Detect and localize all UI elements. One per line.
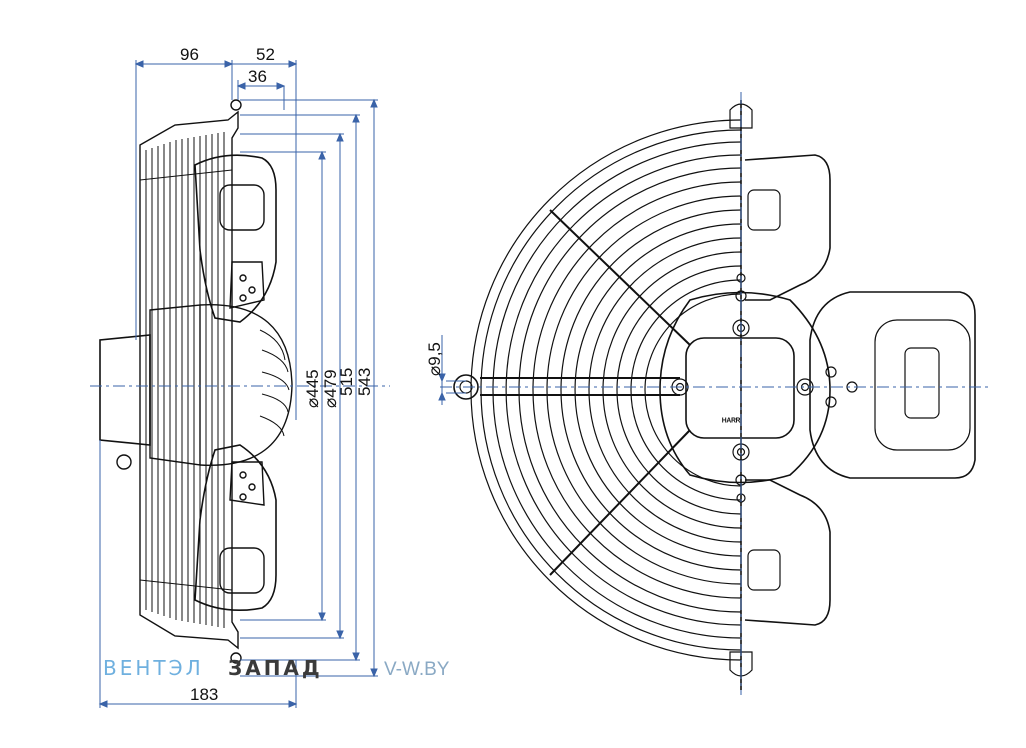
dim-183-label: 183: [190, 685, 218, 704]
front-terminal-box: [685, 337, 795, 439]
side-rotor-fins: [259, 329, 290, 437]
dim-543-label: 543: [355, 368, 374, 396]
side-blade-top-root: [229, 261, 265, 309]
front-guard-rings: [470, 119, 742, 661]
side-blade-top-window: [219, 184, 265, 231]
watermark-dark-part: ЗАПАД: [228, 656, 323, 680]
dim-479-label: ⌀479: [321, 369, 340, 408]
dim-445-label: ⌀445: [303, 369, 322, 408]
front-hub-outer: [659, 291, 831, 484]
watermark-blue-part: ВЕНТЭЛ: [103, 656, 204, 680]
side-blade-bottom: [194, 444, 277, 612]
side-blade-bottom-window: [219, 547, 265, 594]
side-blade-bottom-root: [229, 461, 265, 506]
front-blade-top-window: [747, 189, 781, 231]
watermark-url: V-W.BY: [384, 659, 450, 680]
front-guard-spokes: [480, 209, 691, 576]
front-blade-bottom-window: [747, 549, 781, 591]
side-mount-bolt-top: [230, 99, 242, 111]
dim-36-label: 36: [248, 67, 267, 86]
side-mount-bolt-bottom: [230, 652, 242, 664]
dim-96-label: 96: [180, 45, 199, 64]
front-blade-bottom: [744, 479, 831, 626]
side-view: [99, 99, 293, 664]
hole-dimension: [438, 335, 466, 405]
side-dimensions: [98, 60, 378, 708]
dim-9-5-label: ⌀9,5: [425, 342, 444, 376]
side-guard-wires: [139, 132, 233, 628]
watermark: ВЕНТЭЛ ЗАПАД V-W.BY: [103, 656, 450, 680]
front-blade-right: [809, 291, 976, 479]
dim-52-label: 52: [256, 45, 275, 64]
front-blade-top: [744, 154, 831, 301]
dim-515-label: 515: [337, 368, 356, 396]
front-mount-lug: [453, 374, 479, 400]
front-blade-right-window: [904, 347, 940, 419]
front-centerlines: [440, 92, 990, 695]
side-guard-outline: [139, 110, 239, 650]
front-brand-plate: ᴴᴬᴿᴿ: [722, 417, 741, 428]
side-rotor-cup: [199, 304, 293, 466]
side-motor-body: [99, 334, 151, 446]
side-cable-gland: [116, 454, 132, 470]
side-blade-top: [194, 154, 277, 323]
front-view: ᴴᴬᴿᴿ: [453, 100, 976, 690]
